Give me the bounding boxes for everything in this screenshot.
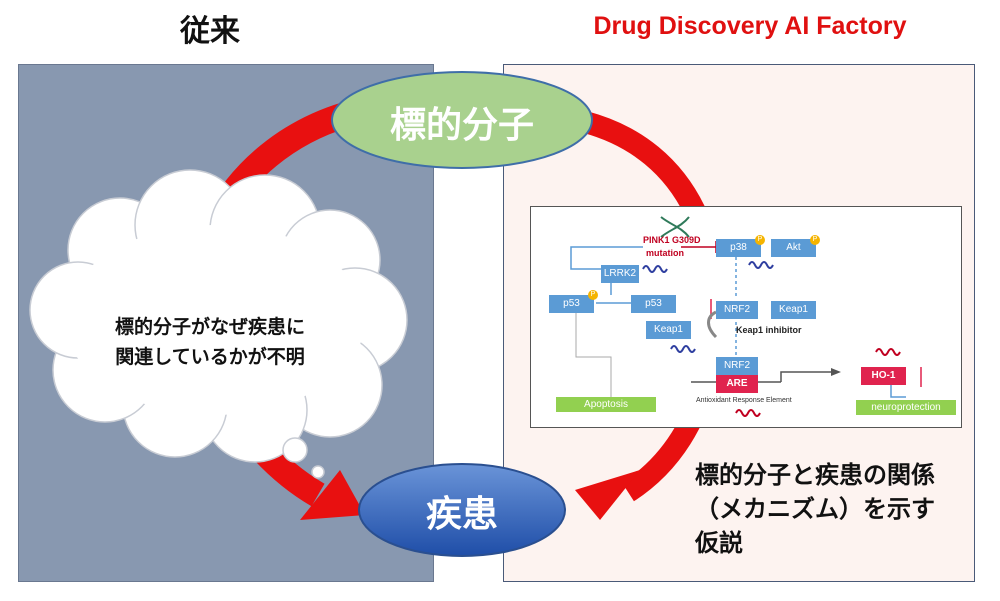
target-molecule-node <box>331 71 593 169</box>
right-arrowhead <box>575 470 640 520</box>
ho1-box: HO-1 <box>861 367 906 385</box>
mutation-label: mutation <box>646 248 684 258</box>
phospho-badge: P <box>755 235 765 245</box>
are-box: ARE <box>716 375 758 393</box>
keap1-inhibitor-label: Keap1 inhibitor <box>736 325 802 335</box>
hypothesis-line-1: 標的分子と疾患の関係 <box>695 461 935 489</box>
neuroprotection-box: neuroprotection <box>856 400 956 415</box>
left-arrowhead <box>300 470 365 520</box>
hypothesis-line-3: 仮説 <box>695 529 743 557</box>
nrf2-top-box: NRF2 <box>716 301 758 319</box>
nrf2-bottom-box: NRF2 <box>716 357 758 375</box>
p53-right-box: p53 <box>631 295 676 313</box>
cloud-text: 標的分子がなぜ疾患に 関連しているかが不明 <box>60 312 360 372</box>
header-ai-factory: Drug Discovery AI Factory <box>593 12 907 40</box>
header-conventional: 従来 <box>180 14 240 49</box>
phospho-badge: P <box>810 235 820 245</box>
lrrk2-box: LRRK2 <box>601 265 639 283</box>
p38-box: p38 <box>716 239 761 257</box>
cloud-line-1: 標的分子がなぜ疾患に <box>114 316 305 338</box>
apoptosis-box: Apoptosis <box>556 397 656 412</box>
are-description: Antioxidant Response Element <box>696 397 792 404</box>
cloud-line-2: 関連しているかが不明 <box>115 346 305 368</box>
hypothesis-text: 標的分子と疾患の関係 （メカニズム）を示す 仮説 <box>695 458 985 560</box>
disease-label: 疾患 <box>425 494 498 535</box>
hypothesis-line-2: （メカニズム）を示す <box>695 495 935 523</box>
disease-node <box>358 463 566 557</box>
target-molecule-label: 標的分子 <box>389 105 534 146</box>
keap1-left-box: Keap1 <box>646 321 691 339</box>
p53-left-box: p53 <box>549 295 594 313</box>
pink1-label: PINK1 G309D <box>643 235 701 245</box>
akt-box: Akt <box>771 239 816 257</box>
keap1-right-box: Keap1 <box>771 301 816 319</box>
pathway-diagram: PINK1 G309D mutation LRRK2 p53 P p53 p38… <box>530 206 962 428</box>
phospho-badge: P <box>588 290 598 300</box>
